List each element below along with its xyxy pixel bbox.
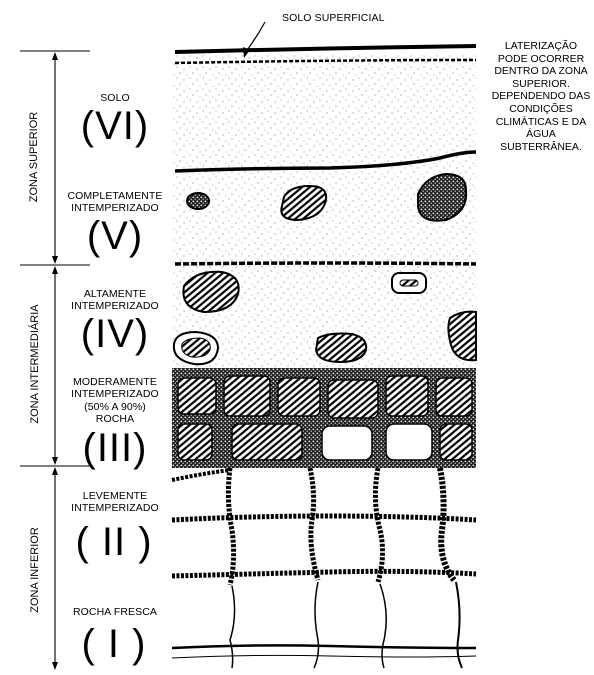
- horizon-v-numeral: (V): [70, 216, 160, 256]
- horizon-iii-numeral: (III): [70, 428, 160, 468]
- horizon-i-numeral: ( I ): [64, 624, 164, 664]
- zone-label-intermediate: ZONA INTERMEDIÁRIA: [29, 296, 41, 432]
- horizon-ii-name: LEVEMENTE INTEMPERIZADO: [56, 490, 174, 515]
- jointed-rock-zone-ii: [172, 468, 476, 585]
- fresh-rock-zone-i: [172, 582, 476, 668]
- horizon-vi-name: SOLO: [70, 92, 160, 104]
- horizon-ii-numeral: ( II ): [64, 522, 164, 562]
- zone-label-superior: ZONA SUPERIOR: [28, 107, 40, 207]
- horizon-iv-numeral: (IV): [70, 314, 160, 354]
- top-soil-line: [175, 46, 476, 52]
- top-soil-label: SOLO SUPERFICIAL: [282, 12, 385, 24]
- horizon-iii-name: MODERAMENTE INTEMPERIZADO (50% A 90%) RO…: [56, 376, 174, 426]
- blocks-zone-iii: [172, 368, 476, 468]
- horizon-vi-numeral: (VI): [70, 106, 160, 146]
- horizon-iv-name: ALTAMENTE INTEMPERIZADO: [56, 288, 174, 313]
- pointer-line: [246, 22, 265, 52]
- zone-label-inferior: ZONA INFERIOR: [29, 527, 41, 613]
- horizon-v-name: COMPLETAMENTE INTEMPERIZADO: [56, 190, 174, 215]
- laterization-note: LATERIZAÇÃO PODE OCORRER DENTRO DA ZONA …: [491, 40, 591, 153]
- horizon-i-name: ROCHA FRESCA: [56, 606, 174, 618]
